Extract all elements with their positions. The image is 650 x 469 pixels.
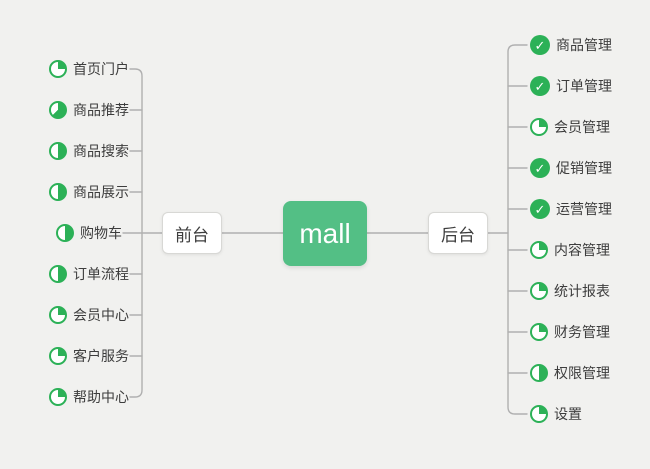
topic-home-portal[interactable]: 首页门户 (49, 58, 129, 80)
topic-label: 运营管理 (556, 201, 612, 217)
topic-search[interactable]: 商品搜索 (49, 140, 129, 162)
left-trunk-line (129, 68, 143, 398)
check-done-icon: ✓ (530, 158, 550, 178)
topic-member-mgmt[interactable]: 会员管理 (530, 116, 610, 138)
branch-node-frontend[interactable]: 前台 (162, 212, 222, 254)
right-trunk-line (507, 44, 528, 415)
topic-promo-mgmt[interactable]: ✓ 促销管理 (530, 157, 612, 179)
topic-label: 帮助中心 (73, 389, 129, 405)
topic-settings[interactable]: 设置 (530, 403, 582, 425)
progress-icon (49, 183, 67, 201)
topic-customer-service[interactable]: 客户服务 (49, 345, 129, 367)
topic-order-mgmt[interactable]: ✓ 订单管理 (530, 75, 612, 97)
progress-icon (530, 405, 548, 423)
progress-icon (530, 323, 548, 341)
progress-icon (49, 265, 67, 283)
topic-label: 设置 (554, 406, 582, 422)
topic-label: 商品展示 (73, 184, 129, 200)
topic-cart[interactable]: 购物车 (56, 222, 122, 244)
topic-label: 订单管理 (556, 78, 612, 94)
topic-label: 统计报表 (554, 283, 610, 299)
root-node-mall[interactable]: mall (283, 201, 367, 266)
progress-icon (56, 224, 74, 242)
progress-icon (49, 306, 67, 324)
progress-icon (530, 241, 548, 259)
topic-recommend[interactable]: 商品推荐 (49, 99, 129, 121)
topic-stats-report[interactable]: 统计报表 (530, 280, 610, 302)
topic-content-mgmt[interactable]: 内容管理 (530, 239, 610, 261)
progress-icon (49, 60, 67, 78)
topic-label: 促销管理 (556, 160, 612, 176)
progress-icon (530, 282, 548, 300)
topic-label: 会员管理 (554, 119, 610, 135)
topic-label: 商品搜索 (73, 143, 129, 159)
progress-icon (49, 388, 67, 406)
topic-label: 客户服务 (73, 348, 129, 364)
topic-label: 订单流程 (73, 266, 129, 282)
progress-icon (49, 101, 67, 119)
progress-icon (530, 118, 548, 136)
topic-product-mgmt[interactable]: ✓ 商品管理 (530, 34, 612, 56)
topic-label: 会员中心 (73, 307, 129, 323)
topic-help-center[interactable]: 帮助中心 (49, 386, 129, 408)
check-done-icon: ✓ (530, 35, 550, 55)
topic-label: 内容管理 (554, 242, 610, 258)
progress-icon (530, 364, 548, 382)
topic-label: 购物车 (80, 225, 122, 241)
topic-member-center[interactable]: 会员中心 (49, 304, 129, 326)
topic-operation-mgmt[interactable]: ✓ 运营管理 (530, 198, 612, 220)
check-done-icon: ✓ (530, 199, 550, 219)
topic-order-flow[interactable]: 订单流程 (49, 263, 129, 285)
progress-icon (49, 347, 67, 365)
topic-label: 商品管理 (556, 37, 612, 53)
topic-label: 财务管理 (554, 324, 610, 340)
topic-finance-mgmt[interactable]: 财务管理 (530, 321, 610, 343)
topic-display[interactable]: 商品展示 (49, 181, 129, 203)
topic-permission-mgmt[interactable]: 权限管理 (530, 362, 610, 384)
branch-node-backend[interactable]: 后台 (428, 212, 488, 254)
topic-label: 首页门户 (73, 61, 129, 77)
check-done-icon: ✓ (530, 76, 550, 96)
topic-label: 商品推荐 (73, 102, 129, 118)
topic-label: 权限管理 (554, 365, 610, 381)
progress-icon (49, 142, 67, 160)
